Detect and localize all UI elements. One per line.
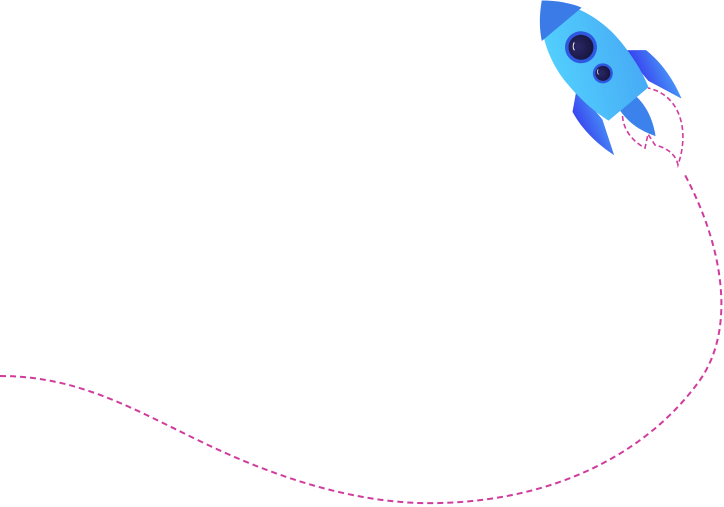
flight-path xyxy=(0,174,723,505)
rocket-body xyxy=(541,0,649,121)
nose-cone xyxy=(539,0,582,42)
right-fin xyxy=(622,50,682,99)
left-fin xyxy=(572,88,615,156)
exhaust-trail xyxy=(621,87,684,169)
rocket xyxy=(539,0,682,156)
